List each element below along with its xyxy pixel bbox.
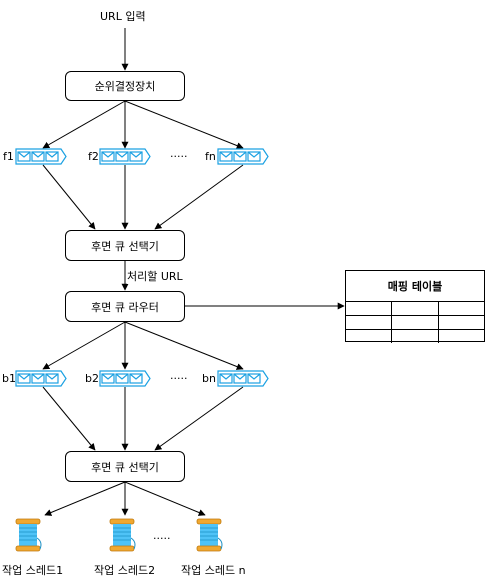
back-queue-selector-2-label: 후면 큐 선택기 xyxy=(91,460,159,474)
edge-prioritizer-fn xyxy=(124,100,244,149)
front-queue-n-icon xyxy=(217,148,269,165)
thread-label-1: 작업 스레드1 xyxy=(2,564,64,577)
back-queue-1-icon xyxy=(15,370,67,387)
edge-bn-selector2 xyxy=(154,386,244,451)
mapping-table-row xyxy=(346,316,484,330)
edge-router-bn xyxy=(124,321,244,370)
mapping-table-cell xyxy=(346,330,393,343)
mapping-table-cell xyxy=(439,316,484,329)
mapping-table: 매핑 테이블 xyxy=(345,270,485,343)
front-queue-label-1: f1 xyxy=(3,150,14,163)
front-queue-label-2: f2 xyxy=(88,150,99,163)
edge-router-b1 xyxy=(42,321,126,370)
prioritizer-label: 순위결정장치 xyxy=(94,80,156,93)
mapping-table-cell xyxy=(392,316,439,329)
mapping-table-cell xyxy=(439,302,484,315)
thread-ellipsis: ····· xyxy=(153,532,171,545)
front-queue-label-n: fn xyxy=(205,150,216,163)
mapping-table-title: 매핑 테이블 xyxy=(346,271,484,302)
mapping-table-row xyxy=(346,302,484,316)
mapping-table-cell xyxy=(392,330,439,343)
thread-spool-icon xyxy=(196,518,223,552)
edge-f1-selector xyxy=(42,164,96,230)
back-queue-router: 후면 큐 라우터 xyxy=(65,291,185,322)
back-queue-ellipsis: ····· xyxy=(170,372,188,385)
mapping-table-row xyxy=(346,330,484,343)
thread-spool-icon xyxy=(15,518,42,552)
thread-spool-icon xyxy=(109,518,136,552)
front-queue-1-icon xyxy=(15,148,67,165)
back-queue-n-icon xyxy=(217,370,269,387)
edge-prioritizer-f1 xyxy=(42,100,126,149)
edge-label-urls-to-process: 처리할 URL xyxy=(127,268,183,284)
edge-selector2-thread1 xyxy=(44,481,126,516)
mapping-table-cell xyxy=(346,316,393,329)
back-queue-2-icon xyxy=(99,370,151,387)
back-queue-label-2: b2 xyxy=(85,372,99,385)
back-queue-selector-1: 후면 큐 선택기 xyxy=(65,230,185,261)
edge-selector2-thread3 xyxy=(124,481,206,516)
thread-label-3: 작업 스레드 n xyxy=(181,564,246,577)
back-queue-label-1: b1 xyxy=(2,372,16,385)
front-queue-ellipsis: ····· xyxy=(170,150,188,163)
mapping-table-cell xyxy=(346,302,393,315)
edge-b1-selector2 xyxy=(42,386,96,451)
back-queue-router-label: 후면 큐 라우터 xyxy=(91,300,159,314)
back-queue-selector-1-label: 후면 큐 선택기 xyxy=(91,239,159,253)
back-queue-selector-2: 후면 큐 선택기 xyxy=(65,451,185,482)
front-queue-2-icon xyxy=(99,148,151,165)
prioritizer-box: 순위결정장치 xyxy=(65,71,185,101)
mapping-table-cell xyxy=(392,302,439,315)
input-label: URL 입력 xyxy=(100,10,146,23)
thread-label-2: 작업 스레드2 xyxy=(94,564,156,577)
back-queue-label-n: bn xyxy=(202,372,216,385)
mapping-table-cell xyxy=(439,330,484,343)
edge-fn-selector xyxy=(154,164,244,230)
